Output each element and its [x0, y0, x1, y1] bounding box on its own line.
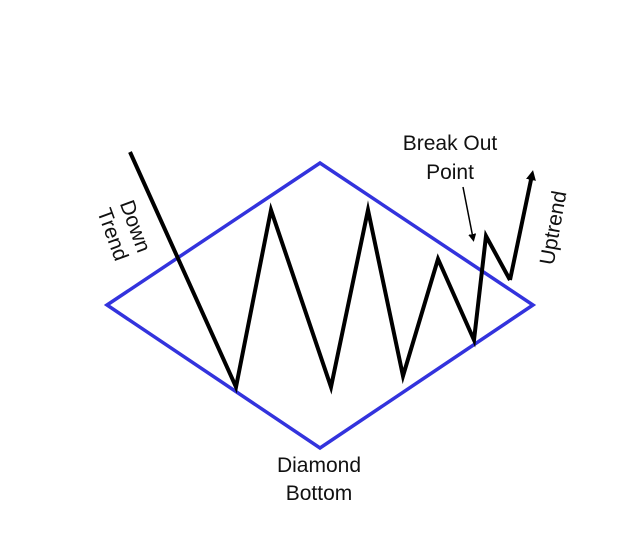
down-trend-label: Down Trend — [92, 197, 155, 264]
diamond-outline — [103, 160, 537, 451]
uptrend-label: Uptrend — [536, 189, 572, 267]
price-path — [128, 151, 512, 395]
diamond-bottom-label-line2: Bottom — [286, 482, 353, 505]
break-out-pointer-arrow — [462, 186, 477, 242]
diamond-bottom-label-line1: Diamond — [277, 454, 361, 477]
uptrend-arrow — [508, 170, 536, 281]
break-out-label-line1: Break Out — [403, 132, 498, 155]
break-out-label-line2: Point — [426, 161, 474, 184]
